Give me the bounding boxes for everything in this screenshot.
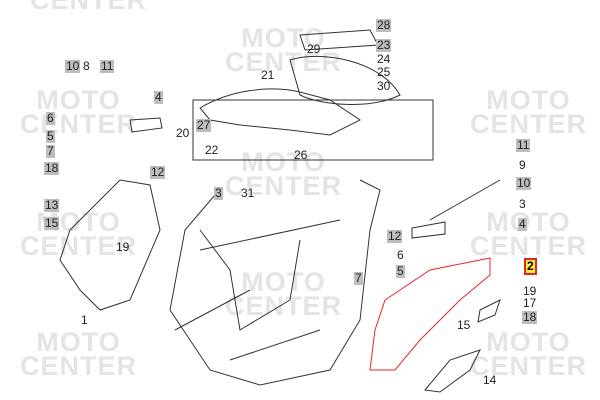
right-side-panel-highlighted bbox=[369, 257, 491, 371]
callout-19-right[interactable]: 19 bbox=[523, 284, 537, 298]
callout-4-right[interactable]: 4 bbox=[518, 217, 527, 231]
seat bbox=[289, 55, 401, 105]
callout-5[interactable]: 5 bbox=[46, 129, 55, 143]
callout-1[interactable]: 1 bbox=[81, 313, 88, 327]
callout-7[interactable]: 7 bbox=[46, 144, 55, 158]
callout-21[interactable]: 21 bbox=[261, 68, 275, 82]
callout-15[interactable]: 15 bbox=[44, 216, 60, 230]
callout-2-selected[interactable]: 2 bbox=[524, 258, 537, 275]
callout-4[interactable]: 4 bbox=[154, 90, 163, 104]
callout-18-right[interactable]: 18 bbox=[522, 310, 538, 324]
seat-assembly-box bbox=[192, 99, 434, 161]
callout-23[interactable]: 23 bbox=[376, 38, 392, 52]
seat-underpan bbox=[199, 88, 361, 136]
callout-18[interactable]: 18 bbox=[44, 161, 60, 175]
watermark: CENTER bbox=[30, 0, 148, 15]
callout-26[interactable]: 26 bbox=[294, 148, 308, 162]
callout-29[interactable]: 29 bbox=[307, 42, 321, 56]
frame bbox=[169, 179, 381, 386]
callout-24[interactable]: 24 bbox=[377, 52, 391, 66]
callout-30[interactable]: 30 bbox=[377, 79, 391, 93]
callout-12[interactable]: 12 bbox=[150, 165, 166, 179]
callout-31[interactable]: 31 bbox=[241, 186, 255, 200]
callout-8[interactable]: 8 bbox=[83, 59, 90, 73]
callout-12-right[interactable]: 12 bbox=[387, 229, 403, 243]
callout-20[interactable]: 20 bbox=[176, 126, 190, 140]
callout-15-right[interactable]: 15 bbox=[457, 318, 471, 332]
callout-9[interactable]: 9 bbox=[519, 158, 526, 172]
cover-17 bbox=[477, 299, 501, 323]
callout-22[interactable]: 22 bbox=[205, 143, 219, 157]
callout-11-right[interactable]: 11 bbox=[516, 138, 531, 152]
left-side-panel bbox=[59, 179, 161, 311]
callout-3-right[interactable]: 3 bbox=[519, 197, 526, 211]
callout-7-right[interactable]: 7 bbox=[354, 271, 363, 285]
callout-25[interactable]: 25 bbox=[377, 65, 391, 79]
frame-braces bbox=[199, 229, 301, 331]
right-footrest-support bbox=[429, 179, 501, 221]
callout-11[interactable]: 11 bbox=[100, 59, 115, 73]
callout-14[interactable]: 14 bbox=[483, 373, 497, 387]
callout-5-right[interactable]: 5 bbox=[396, 264, 405, 278]
callout-28[interactable]: 28 bbox=[376, 18, 392, 32]
callout-17[interactable]: 17 bbox=[523, 296, 537, 310]
cover-14 bbox=[424, 349, 481, 393]
callout-6-right[interactable]: 6 bbox=[397, 248, 404, 262]
callout-10[interactable]: 10 bbox=[65, 59, 81, 73]
callout-3[interactable]: 3 bbox=[214, 186, 223, 200]
callout-19[interactable]: 19 bbox=[116, 240, 130, 254]
footrest-right bbox=[411, 221, 446, 239]
callout-10-right[interactable]: 10 bbox=[516, 176, 532, 190]
footrest-left bbox=[129, 117, 163, 133]
callout-6[interactable]: 6 bbox=[46, 111, 55, 125]
callout-13[interactable]: 13 bbox=[44, 198, 60, 212]
callout-27[interactable]: 27 bbox=[196, 118, 212, 132]
